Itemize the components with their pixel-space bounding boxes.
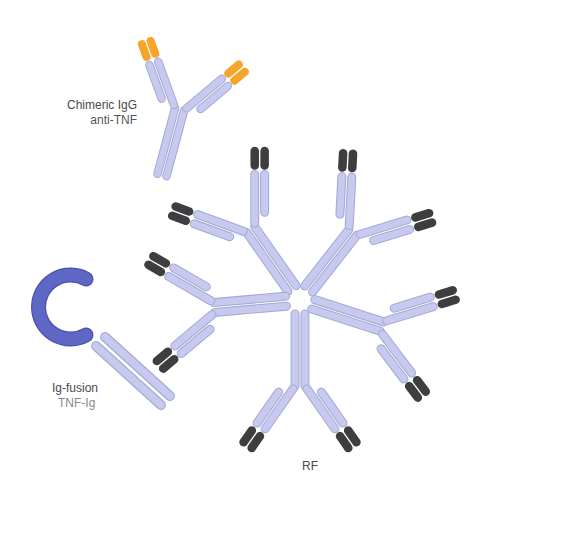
rf-igm-monomer (296, 251, 458, 400)
ig-fusion (39, 275, 170, 405)
light-chain-outline (247, 175, 283, 213)
heavy-chain-arm-outline (232, 175, 278, 224)
heavy-chain-stem (302, 314, 309, 386)
rf-label: RF (302, 459, 318, 473)
light-chain-outline (323, 177, 359, 215)
fc-chain-outline (105, 337, 170, 396)
heavy-chain-stem-outline (255, 227, 296, 286)
light-chain (179, 329, 212, 353)
heavy-chain-stem (292, 314, 299, 386)
light-chain (194, 211, 230, 249)
fusion-label: Ig-fusion (52, 381, 98, 395)
antibody-sublabel: anti-TNF (90, 113, 137, 127)
variable-domain (340, 436, 348, 448)
heavy-chain-stem (214, 296, 286, 302)
light-chain-outline (321, 392, 343, 423)
fusion-sublabel: TNF-Ig (58, 396, 95, 410)
variable-domain (172, 211, 186, 225)
light-chain-outline (179, 329, 212, 353)
light-chain (257, 392, 279, 423)
variable-domain (252, 436, 260, 448)
light-chain-outline (194, 211, 230, 249)
variable-domain (244, 430, 252, 442)
light-chain-outline (174, 265, 207, 289)
tnf-receptor (39, 275, 86, 339)
light-chain (394, 288, 430, 318)
heavy-chain-stem-outline (291, 314, 300, 386)
heavy-chain-stem-outline (167, 111, 185, 177)
light-chain (174, 265, 207, 289)
variable-domain (418, 218, 432, 232)
variable-domain (148, 41, 158, 54)
heavy-chain-arm (232, 175, 278, 224)
rf-igm-monomer (148, 245, 291, 369)
variable-domain (248, 151, 262, 165)
light-chain (321, 392, 343, 423)
variable-domain (348, 430, 356, 442)
light-chain-outline (394, 288, 430, 318)
light-chain (201, 81, 228, 115)
light-chain-outline (257, 392, 279, 423)
light-chain (142, 65, 169, 99)
antibody-label: Chimeric IgG (67, 98, 137, 112)
heavy-chain-stem-outline (313, 235, 357, 292)
tnf-receptor-outline (39, 275, 86, 339)
variable-domain (336, 153, 350, 167)
rf-igm-monomer (244, 314, 357, 448)
variable-domain (439, 287, 453, 299)
light-chain (374, 349, 410, 379)
light-chain-outline (374, 216, 410, 254)
light-chain-outline (374, 349, 410, 379)
heavy-chain-stem (312, 309, 380, 331)
heavy-chain-stem-outline (300, 314, 309, 386)
variable-domain (258, 151, 272, 165)
fc-chain (105, 337, 170, 396)
variable-domain (153, 255, 165, 264)
variable-domain (407, 386, 421, 398)
heavy-chain-stem-outline (214, 296, 286, 302)
variable-domain (234, 70, 244, 83)
light-chain (247, 175, 283, 213)
heavy-chain-arm (327, 177, 373, 226)
heavy-chain-arm (360, 203, 406, 252)
heavy-chain-stem (167, 111, 185, 177)
variable-domain (442, 296, 456, 308)
heavy-chain-arm-outline (360, 203, 406, 252)
light-chain-outline (142, 65, 169, 99)
variable-domain (139, 44, 149, 57)
variable-domain (162, 359, 174, 368)
light-chain-outline (201, 81, 228, 115)
variable-domain (148, 264, 160, 273)
variable-domain (346, 154, 360, 168)
variable-domain (156, 352, 168, 361)
heavy-chain-stem-outline (215, 306, 287, 312)
heavy-chain-stem (215, 306, 287, 312)
heavy-chain-stem-outline (312, 309, 380, 331)
heavy-chain-stem (255, 227, 296, 286)
light-chain (374, 216, 410, 254)
light-chain (323, 177, 359, 215)
heavy-chain-arm-outline (327, 177, 373, 226)
heavy-chain-stem (313, 235, 357, 292)
